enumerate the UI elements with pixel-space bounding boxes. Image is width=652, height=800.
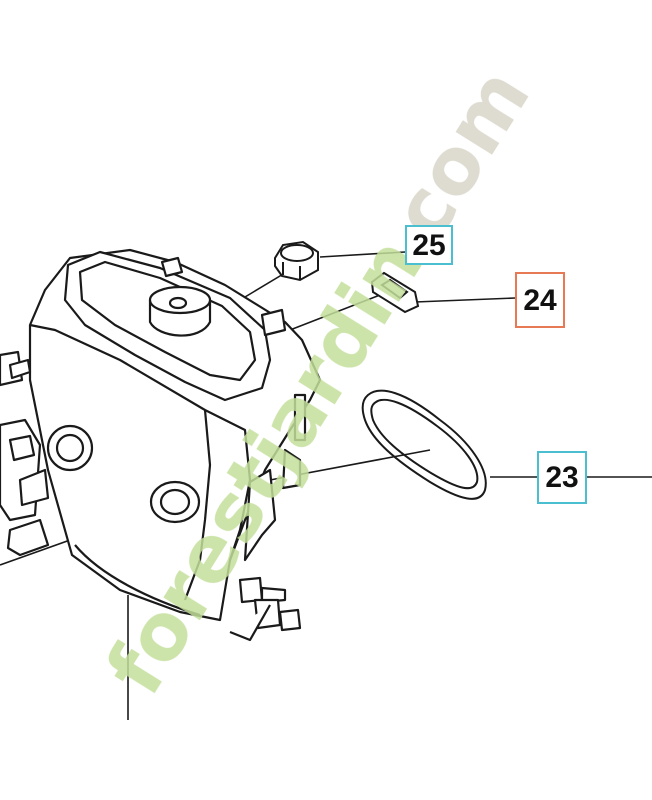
- leader-line-gasket: [289, 294, 381, 331]
- watermark-domain: .com: [360, 54, 548, 280]
- gasket-part: [370, 271, 420, 314]
- leader-line-25: [319, 251, 406, 258]
- callout-24: 24: [515, 272, 565, 328]
- callout-23: 23: [537, 451, 587, 504]
- oring-part: [361, 389, 487, 500]
- pump-housing: [0, 248, 322, 642]
- callout-25: 25: [405, 225, 453, 265]
- leader-line-24: [414, 297, 516, 303]
- nut-part: [274, 240, 319, 282]
